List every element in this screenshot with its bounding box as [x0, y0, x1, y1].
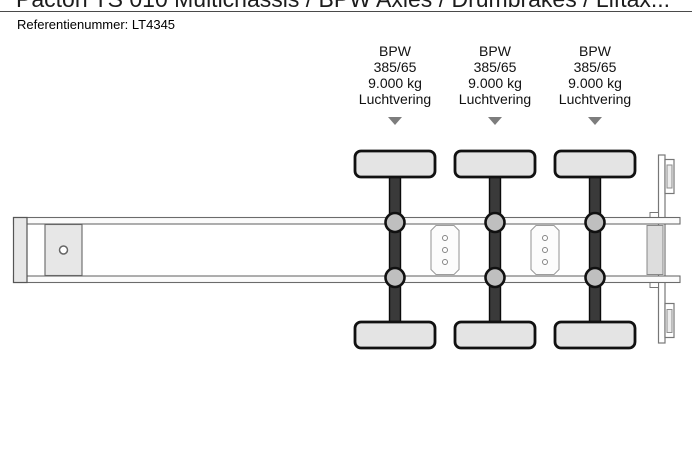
bolt-icon: [442, 235, 448, 241]
axle-2-pointer-triangle-icon: [487, 117, 502, 125]
axle-2-brand: BPW: [479, 43, 511, 59]
chassis-rail-top: [12, 216, 681, 225]
axle-3-brand: BPW: [579, 43, 611, 59]
header-divider: [0, 11, 692, 12]
page-title: Pacton TS 010 Multichassis / BPW Axles /…: [16, 0, 692, 11]
axle-1-size: 385/65: [373, 59, 417, 75]
bolt-icon: [542, 259, 548, 265]
axle-2: [453, 149, 537, 350]
axle-2-size: 385/65: [473, 59, 517, 75]
axle-1-tire-top: [353, 149, 437, 179]
axle-3-suspension: Luchtvering: [558, 91, 632, 107]
bolt-icon: [542, 247, 548, 253]
cross-plate-2: [530, 224, 560, 276]
cross-plate-1: [430, 224, 460, 276]
axle-3-label: BPW 385/65 9.000 kg Luchtvering: [530, 43, 660, 107]
axle-3-airbag-bottom: [584, 266, 606, 289]
axle-1-airbag-top: [384, 211, 406, 234]
rear-light-top-inner: [666, 164, 673, 189]
rear-light-bottom-inner: [666, 309, 673, 333]
axle-1-airbag-bottom: [384, 266, 406, 289]
front-cross-member: [12, 216, 28, 284]
axle-2-capacity: 9.000 kg: [468, 75, 522, 91]
reference-label: Referentienummer:: [17, 17, 129, 32]
axle-2-suspension: Luchtvering: [458, 91, 532, 107]
page-title-clipped: Pacton TS 010 Multichassis / BPW Axles /…: [0, 0, 692, 11]
axle-1-pointer-triangle-icon: [387, 117, 402, 125]
axle-2-beam: [488, 159, 502, 341]
reference-number: Referentienummer: LT4345: [17, 17, 175, 32]
axle-3-beam: [588, 159, 602, 341]
axle-2-tire-bottom: [453, 320, 537, 350]
axle-1-capacity: 9.000 kg: [368, 75, 422, 91]
bolt-icon: [442, 259, 448, 265]
chassis-rail-bottom: [12, 275, 681, 284]
axle-1-beam: [388, 159, 402, 341]
reference-value: LT4345: [131, 17, 176, 32]
bolt-icon: [542, 235, 548, 241]
rear-bumper-assembly: [646, 154, 675, 344]
axle-1-label: BPW 385/65 9.000 kg Luchtvering: [330, 43, 460, 107]
axle-1-suspension: Luchtvering: [358, 91, 432, 107]
bolt-icon: [442, 247, 448, 253]
kingpin: [58, 245, 69, 255]
axle-3-size: 385/65: [573, 59, 617, 75]
axle-3-pointer-triangle-icon: [587, 117, 602, 125]
axle-2-airbag-bottom: [484, 266, 506, 289]
axle-3-tire-bottom: [553, 320, 637, 350]
axle-1-tire-bottom: [353, 320, 437, 350]
axle-1-brand: BPW: [379, 43, 411, 59]
axle-2-airbag-top: [484, 211, 506, 234]
axle-1: [353, 149, 437, 350]
axle-3-airbag-top: [584, 211, 606, 234]
rear-cross-member: [646, 225, 664, 275]
axle-3-tire-top: [553, 149, 637, 179]
axle-2-tire-top: [453, 149, 537, 179]
axle-3-capacity: 9.000 kg: [568, 75, 622, 91]
axle-2-label: BPW 385/65 9.000 kg Luchtvering: [430, 43, 560, 107]
axle-3: [553, 149, 637, 350]
